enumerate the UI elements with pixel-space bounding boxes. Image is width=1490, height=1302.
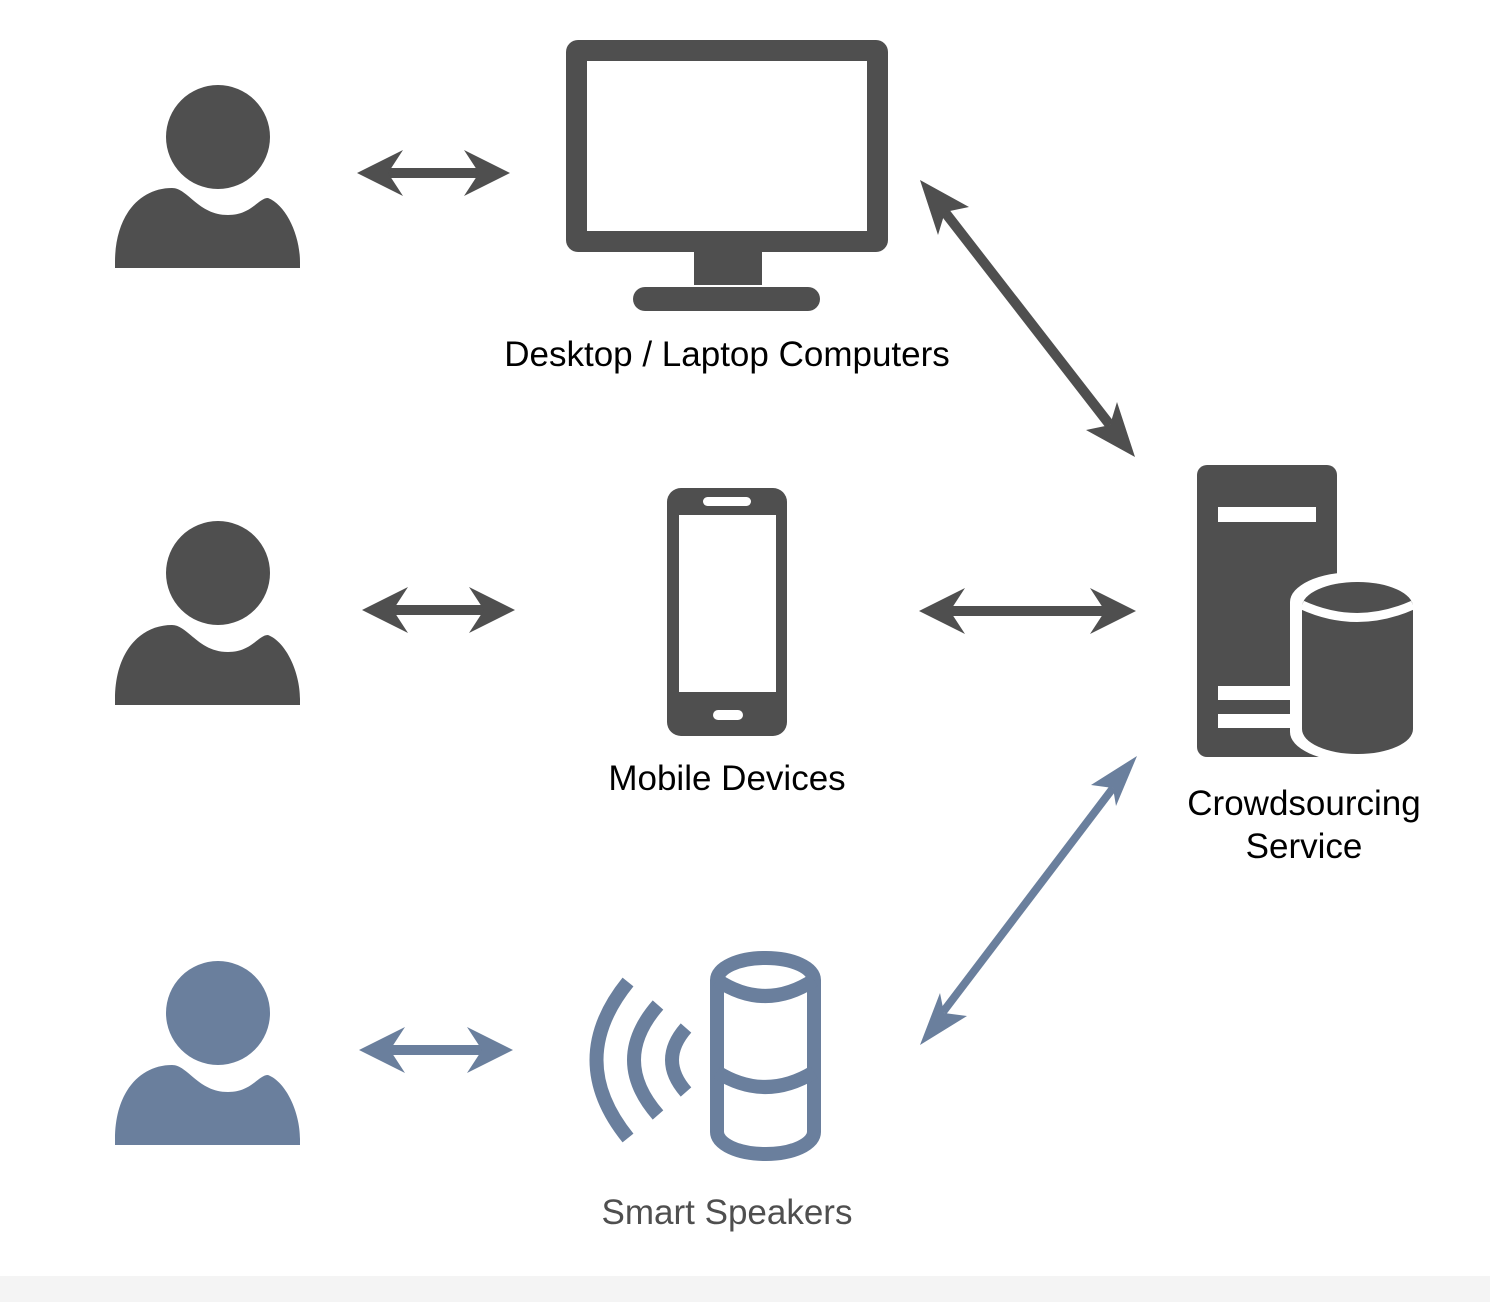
user-icon-bottom xyxy=(115,961,300,1145)
arrow-user-mobile xyxy=(362,587,515,633)
arrow-user-desktop xyxy=(357,150,510,196)
mobile-label: Mobile Devices xyxy=(608,759,845,798)
arrow-desktop-service xyxy=(920,180,1135,457)
server-database-icon xyxy=(1197,465,1421,762)
user-icon-top xyxy=(115,85,300,268)
desktop-monitor-icon xyxy=(566,40,888,311)
bottom-strip xyxy=(0,1276,1490,1302)
service-label-line1: Crowdsourcing xyxy=(1187,784,1420,823)
service-label-line2: Service xyxy=(1246,827,1363,866)
speakers-label: Smart Speakers xyxy=(602,1193,853,1232)
smart-speaker-icon xyxy=(589,951,821,1161)
user-icon-middle xyxy=(115,521,300,705)
arrow-speaker-service xyxy=(920,756,1137,1045)
arrow-user-speaker xyxy=(359,1027,513,1073)
arrow-mobile-service xyxy=(919,588,1136,634)
desktop-label: Desktop / Laptop Computers xyxy=(504,335,950,374)
smartphone-icon xyxy=(667,488,787,736)
